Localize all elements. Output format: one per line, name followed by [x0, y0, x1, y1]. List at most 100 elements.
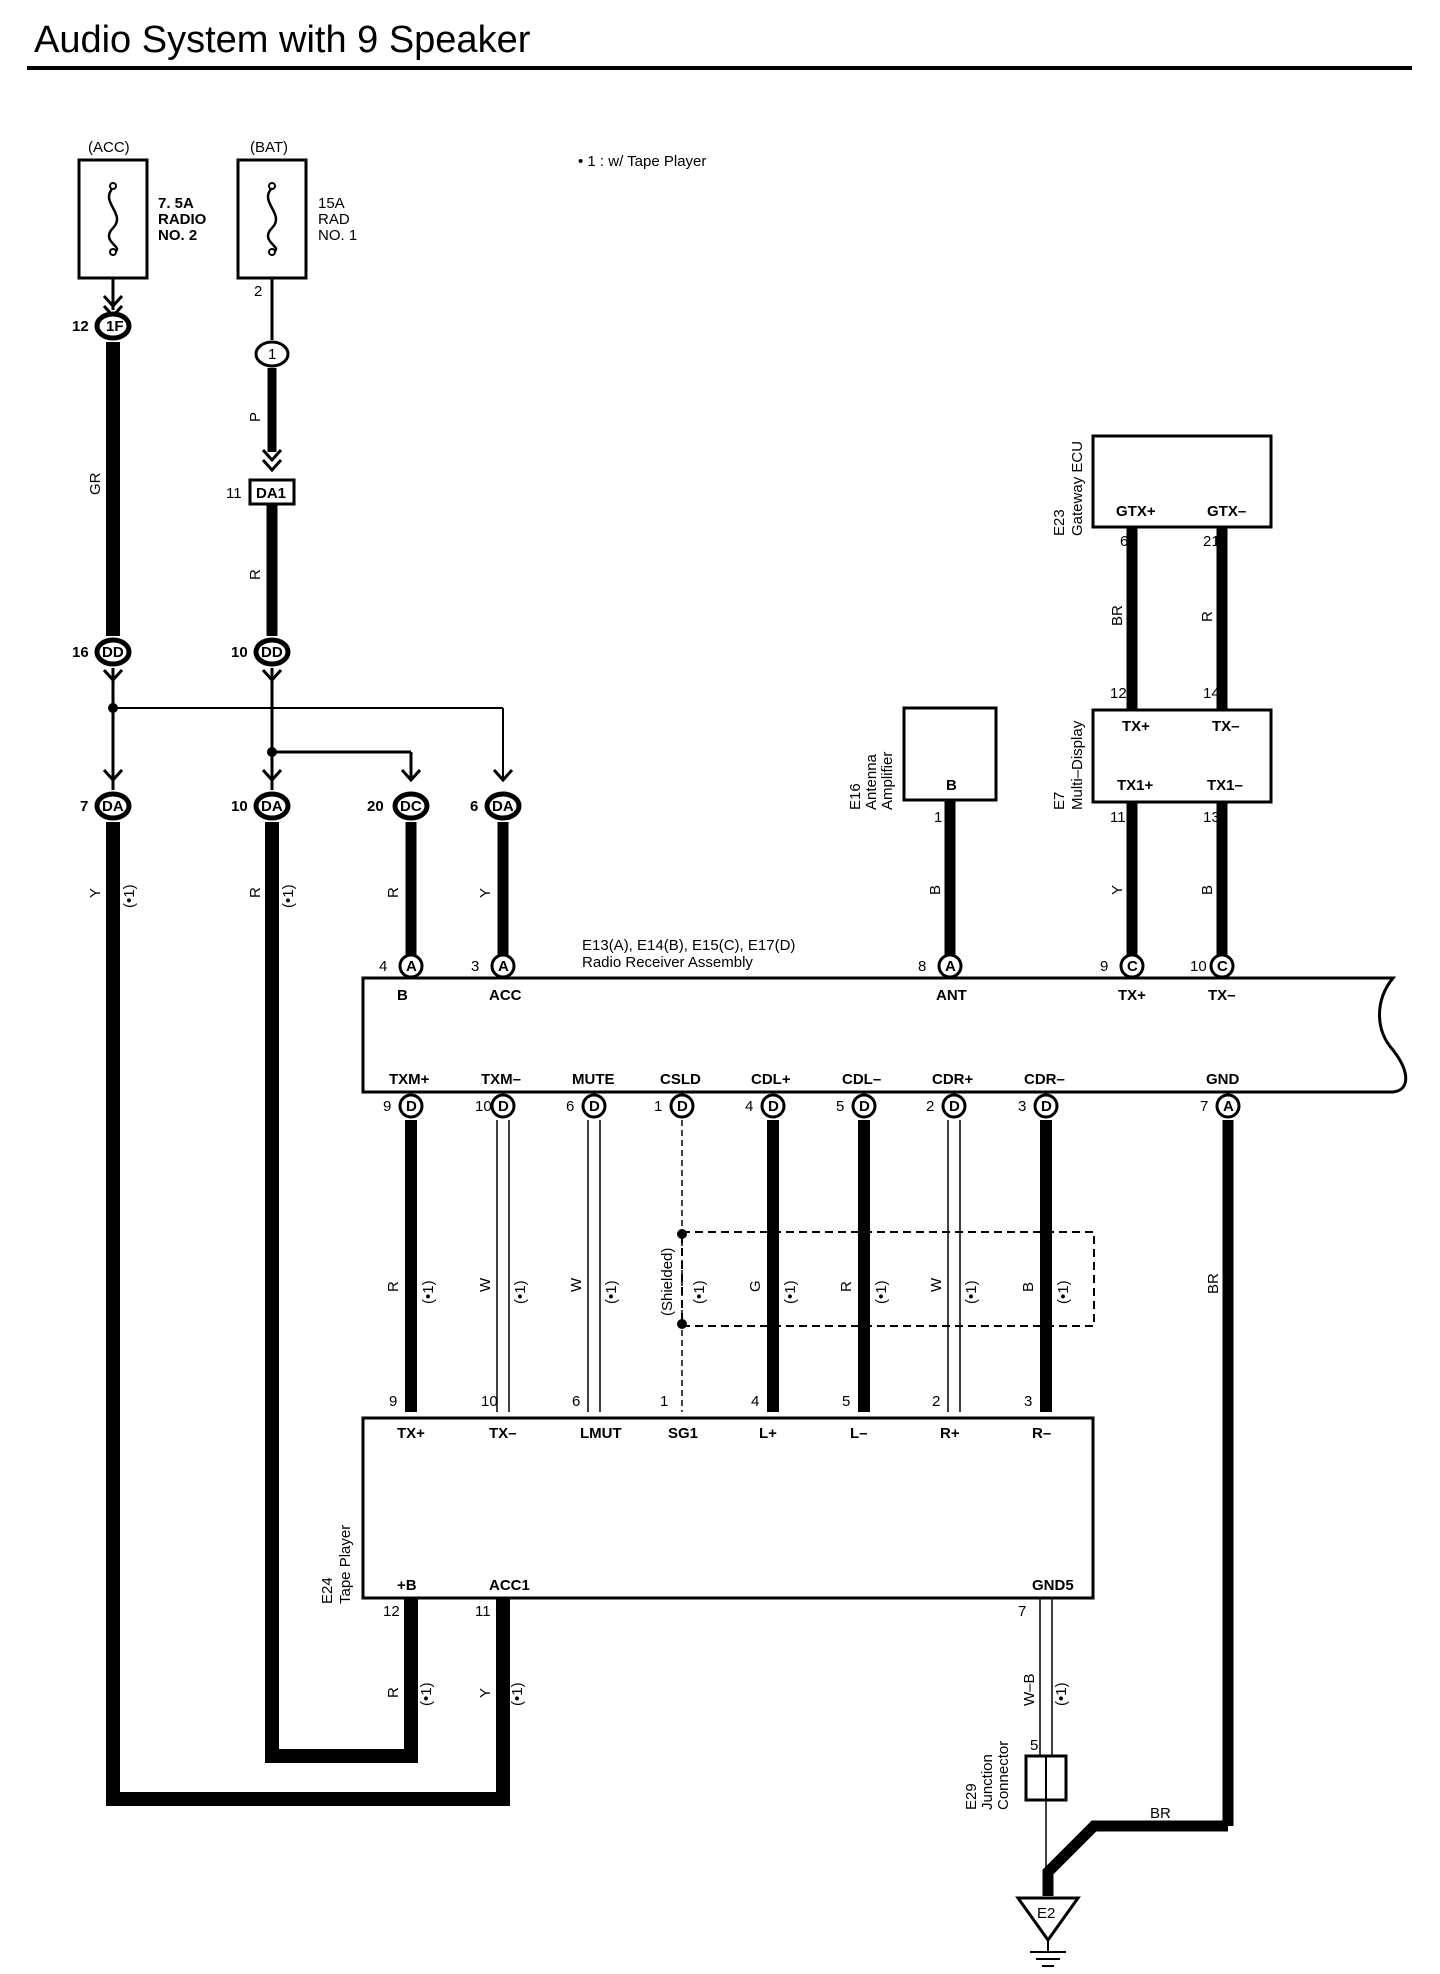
fuse-bat-number: NO. 1 [318, 227, 357, 244]
radio-top-pin-label: ANT [936, 987, 967, 1004]
connector-da1: DA1 11 [226, 478, 296, 506]
connector-da1-pin: 11 [226, 485, 242, 502]
multi-display-box [1091, 708, 1273, 804]
opt-mark: (•1) [1055, 1280, 1072, 1304]
connector-1: 1 [254, 340, 290, 368]
tape-top-pin-number: 10 [481, 1393, 498, 1410]
tape-wire-color-label: W [928, 1277, 945, 1292]
tape-top-pin-label: SG1 [668, 1425, 698, 1442]
radio-bottom-pin-code: D [589, 1098, 600, 1115]
radio-codes: E13(A), E14(B), E15(C), E17(D) [582, 937, 795, 954]
ground-code: E2 [1037, 1905, 1055, 1922]
opt-mark: (•1) [512, 1280, 529, 1304]
radio-top-pin-circle [1119, 953, 1145, 979]
tape-bottom-pin-label: GND5 [1032, 1577, 1074, 1594]
radio-bottom-pin-label: MUTE [572, 1071, 615, 1088]
tape-top-pin-label: TX– [489, 1425, 517, 1442]
tape-top-pin-number: 1 [660, 1393, 668, 1410]
opt-mark: (•1) [691, 1280, 708, 1304]
connector-da-10-pin: 10 [231, 798, 248, 815]
wire-label-br-gateway: BR [1109, 605, 1126, 626]
radio-bottom-pin-number: 3 [1018, 1098, 1026, 1115]
fuse-bat [236, 158, 308, 280]
radio-bottom-pin-circle [490, 1093, 516, 1119]
opt-mark: (•1) [782, 1280, 799, 1304]
radio-bottom-pins: D9TXM+D10TXM–D6MUTED1CSLDD4CDL+D5CDL–D2C… [383, 1071, 1241, 1119]
wire-label-r-gateway: R [1199, 611, 1216, 622]
radio-bottom-pin-label: TXM– [481, 1071, 521, 1088]
radio-top-pin-circle [398, 953, 424, 979]
radio-bottom-pin-number: 1 [654, 1098, 662, 1115]
gateway-ecu-code: E23 [1051, 509, 1068, 536]
connector-dd-10-code: DD [261, 644, 283, 661]
wire-label-r-3: R [385, 887, 402, 898]
radio-bottom-pin-number: 4 [745, 1098, 753, 1115]
opt-mark-gnd5: (•1) [1053, 1682, 1070, 1706]
tape-bottom-pin-number: 11 [475, 1603, 491, 1620]
radio-bottom-pin-label: CDL– [842, 1071, 881, 1088]
left-wires [106, 278, 510, 1806]
antenna-code: E16 [847, 783, 864, 810]
multi-pin-tx-plus: TX+ [1122, 718, 1150, 735]
multi-pin-12: 12 [1110, 685, 1127, 702]
tape-top-pin-number: 4 [751, 1393, 759, 1410]
radio-bottom-pin-circle [581, 1093, 607, 1119]
wire-label-r-bat: R [247, 569, 264, 580]
tape-top-pin-number: 5 [842, 1393, 850, 1410]
opt-mark-tape-b: (•1) [418, 1682, 435, 1706]
radio-bottom-pin-label: GND [1206, 1071, 1240, 1088]
radio-bottom-pin-number: 9 [383, 1098, 391, 1115]
gateway-pin-gtx-minus: GTX– [1207, 503, 1246, 520]
radio-top-pin-circle [937, 953, 963, 979]
radio-top-pin-number: 8 [918, 958, 926, 975]
radio-top-pin-code: A [498, 958, 509, 975]
connector-dd-16: DD 16 [72, 637, 132, 667]
opt-mark: (•1) [963, 1280, 980, 1304]
radio-bottom-pin-circle [851, 1093, 877, 1119]
fuse-acc-name: RADIO [158, 211, 207, 228]
radio-bottom-pin-label: CSLD [660, 1071, 701, 1088]
radio-top-pin-code: C [1127, 958, 1138, 975]
radio-top-pin-label: ACC [489, 987, 522, 1004]
radio-bottom-pin-code: D [406, 1098, 417, 1115]
shielded-label: (Shielded) [659, 1248, 676, 1316]
tape-bottom-pin-label: ACC1 [489, 1577, 530, 1594]
gateway-pin-21: 21 [1203, 533, 1220, 550]
opt-mark-tape-acc: (•1) [509, 1682, 526, 1706]
radio-bottom-pin-code: D [498, 1098, 509, 1115]
multi-pin-tx1-minus: TX1– [1207, 777, 1243, 794]
fuse-bat-name: RAD [318, 211, 350, 228]
footnote: • 1 : w/ Tape Player [578, 153, 706, 170]
tape-wire-color-label: R [385, 1281, 402, 1292]
radio-bottom-pin-code: D [949, 1098, 960, 1115]
radio-bottom-pin-circle [760, 1093, 786, 1119]
connector-dd-16-pin: 16 [72, 644, 89, 661]
junction-name-1: Junction [979, 1754, 996, 1810]
connector-dd-10-pin: 10 [231, 644, 248, 661]
multi-pin-14: 14 [1203, 685, 1220, 702]
opt-mark-1: (•1) [121, 884, 138, 908]
ground-symbol [1015, 1896, 1081, 1967]
connector-da-7-pin: 7 [80, 798, 88, 815]
wire-label-b-multi: B [1199, 885, 1216, 895]
tape-top-pin-label: R– [1032, 1425, 1051, 1442]
junction-name-2: Connector [995, 1741, 1012, 1810]
connector-dc-20-pin: 20 [367, 798, 384, 815]
wire-label-y-4: Y [477, 888, 494, 898]
radio-top-pin-number: 10 [1190, 958, 1207, 975]
radio-bottom-pin-number: 5 [836, 1098, 844, 1115]
radio-bottom-pin-code: D [859, 1098, 870, 1115]
wire-label-br-bottom: BR [1150, 1805, 1171, 1822]
gnd5-wire [1039, 1598, 1053, 1896]
multi-pin-13: 13 [1203, 809, 1220, 826]
tape-top-pin-number: 6 [572, 1393, 580, 1410]
tape-top-pin-number: 3 [1024, 1393, 1032, 1410]
radio-top-pin-label: TX– [1208, 987, 1236, 1004]
tape-player-name: Tape Player [337, 1525, 354, 1604]
radio-bottom-pin-label: CDR– [1024, 1071, 1065, 1088]
antenna-name-2: Amplifier [879, 752, 896, 810]
antenna-pin-1: 1 [934, 809, 942, 826]
fuse-acc-rating: 7. 5A [158, 195, 194, 212]
